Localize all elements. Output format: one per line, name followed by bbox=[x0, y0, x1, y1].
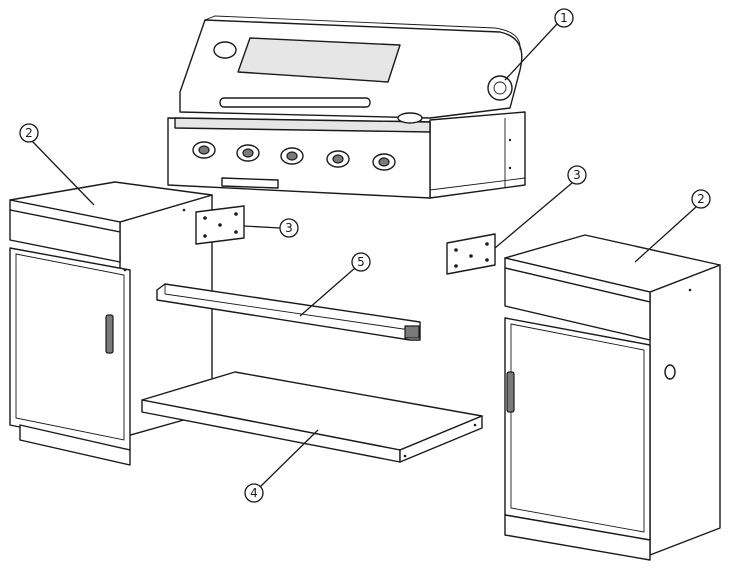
mounting-bracket-right bbox=[446, 233, 496, 275]
left-cabinet-plinth bbox=[19, 424, 131, 466]
callout-2-right-label: 2 bbox=[697, 192, 705, 206]
leader-lines bbox=[31, 23, 697, 488]
callout-3-left-label: 3 bbox=[285, 221, 293, 235]
callout-4-label: 4 bbox=[250, 486, 258, 500]
left-cabinet-handle bbox=[105, 314, 114, 354]
temperature-gauge bbox=[487, 75, 513, 101]
hood-handle bbox=[219, 97, 371, 108]
callout-1-label: 1 bbox=[560, 11, 568, 25]
bbq-grill bbox=[167, 15, 526, 199]
grill-vent-strip bbox=[174, 117, 431, 133]
right-cabinet-side bbox=[649, 264, 721, 556]
control-knobs bbox=[192, 141, 396, 171]
grill-hood-window bbox=[237, 37, 401, 83]
right-cabinet-drawer bbox=[504, 267, 651, 341]
callout-5-label: 5 bbox=[357, 255, 365, 269]
callout-2-right: 2 bbox=[691, 189, 711, 209]
callout-3-right-label: 3 bbox=[573, 168, 581, 182]
right-cabinet-door bbox=[504, 317, 651, 541]
left-cabinet-drawer bbox=[9, 209, 121, 263]
grill-drip-tray bbox=[221, 177, 279, 189]
right-cabinet bbox=[504, 234, 721, 561]
right-cabinet-plinth bbox=[504, 514, 651, 561]
callout-2-left: 2 bbox=[19, 123, 39, 143]
grill-logo-badge bbox=[213, 41, 237, 59]
callout-1: 1 bbox=[554, 8, 574, 28]
callout-3-left: 3 bbox=[279, 218, 299, 238]
grill-front-badge bbox=[397, 112, 423, 124]
grill-side-panel bbox=[429, 111, 526, 199]
callout-3-right: 3 bbox=[567, 165, 587, 185]
right-cabinet-handle bbox=[506, 371, 515, 413]
mounting-bracket-left bbox=[195, 205, 245, 245]
callout-2-left-label: 2 bbox=[25, 126, 33, 140]
bottom-shelf bbox=[141, 371, 483, 463]
left-cabinet bbox=[9, 181, 213, 466]
callout-5: 5 bbox=[351, 252, 371, 272]
back-rail bbox=[156, 283, 421, 341]
gas-inlet-hole bbox=[664, 364, 676, 380]
callout-4: 4 bbox=[244, 483, 264, 503]
